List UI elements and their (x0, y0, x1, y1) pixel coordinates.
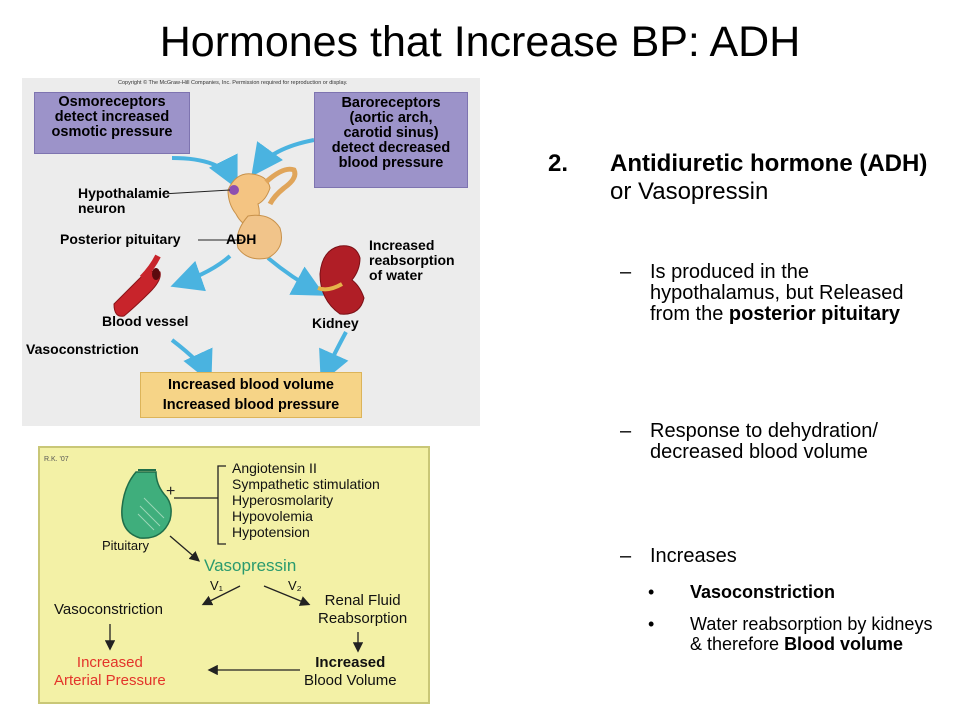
arrow-vasopressin-to-renal (263, 585, 311, 606)
slide-title: Hormones that Increase BP: ADH (159, 18, 801, 66)
sub-point-production-text: Is produced in the hypothalamus, but Rel… (650, 262, 940, 325)
v2-receptor-label: V₂ (288, 578, 302, 593)
blood-vessel-lumen (152, 268, 160, 280)
baroreceptors-box: Baroreceptors (aortic arch, carotid sinu… (314, 92, 468, 188)
renal-line-2: Reabsorption (318, 610, 408, 627)
baro-line-2: (aortic arch, (349, 110, 433, 126)
bullet-dot-2: • (648, 614, 655, 634)
point-number: 2. (548, 150, 569, 177)
vasoconstriction-node: Vasoconstriction (54, 601, 163, 618)
production-bold: posterior pituitary (728, 303, 901, 325)
arrow-baro-to-hypothalamus (251, 138, 315, 177)
infundibulum-shape (264, 166, 298, 206)
production-text: Is produced in the hypothalamus, but Rel… (650, 261, 904, 325)
kidney-icon (319, 245, 365, 315)
vasoconstriction-label: Vasoconstriction (26, 341, 139, 357)
baro-line-5: blood pressure (338, 155, 444, 171)
osmo-line-2: detect increased (54, 109, 170, 125)
stimuli-bracket (217, 465, 226, 545)
arrow-vessel-to-result (170, 338, 213, 384)
bullet-water-text: Water reabsorption by kidneys & therefor… (690, 614, 940, 654)
blood-vessel-branch (139, 254, 161, 281)
pituitary-hatch (137, 497, 165, 531)
reabsorption-line-3: of water (369, 267, 423, 283)
vasopressin-label: Vasopressin (204, 556, 297, 575)
response-text: Response to dehydration/ decreased blood… (650, 420, 878, 463)
hypothalamic-neuron-label: Hypothalamic neuron (78, 186, 170, 216)
water-bold: Blood volume (784, 634, 904, 654)
arrow-adh-to-kidney (266, 256, 326, 296)
arterial-line-1: Increased (76, 654, 143, 671)
osmo-line-3: osmotic pressure (51, 124, 173, 140)
volume-line-2: Blood Volume (304, 672, 397, 689)
ureter-icon (317, 282, 343, 292)
adh-label: ADH (226, 231, 257, 247)
arrow-vasopressin-to-vasoconstriction (201, 585, 241, 606)
arterial-line-2: Arterial Pressure (54, 672, 166, 689)
stimulus-sympathetic: Sympathetic stimulation (232, 476, 380, 492)
arrow-kidney-to-result (319, 331, 349, 384)
baro-line-1: Baroreceptors (341, 95, 441, 111)
osmo-line-1: Osmoreceptors (58, 94, 166, 110)
stimuli-list: Angiotensin II Sympathetic stimulation H… (232, 460, 380, 540)
point-heading: 2. Antidiuretic hormone (ADH) or Vasopre… (548, 150, 948, 206)
hypothalamic-line-2: neuron (78, 200, 126, 216)
volume-line-1: Increased (315, 654, 386, 671)
pituitary-icon (121, 471, 172, 539)
copyright-notice: Copyright © The McGraw-Hill Companies, I… (118, 80, 348, 86)
stimulus-hypotension: Hypotension (232, 524, 310, 540)
hypothalamus-shape (227, 173, 271, 229)
result-box: Increased blood volume Increased blood p… (140, 372, 362, 418)
reabsorption-line-1: Increased (369, 237, 435, 253)
vasopressin-figure: + R.K. '07 Angiotensin II Sympathetic st… (38, 446, 430, 704)
stimulus-hyperosmolarity: Hyperosmolarity (232, 492, 334, 508)
plus-sign: + (166, 483, 175, 500)
baro-line-4: detect decreased (331, 140, 451, 156)
blood-vessel-icon (113, 270, 161, 317)
arrow-osmo-to-hypothalamus (171, 153, 238, 190)
hypothalamic-neuron-icon (229, 185, 239, 195)
reabsorption-line-2: reabsorption (369, 252, 455, 268)
bullet-vasoconstriction-text: Vasoconstriction (690, 582, 836, 602)
pituitary-gland-shape (236, 214, 282, 260)
baro-line-3: carotid sinus) (343, 125, 439, 141)
point-rest: or Vasopressin (610, 178, 769, 205)
blood-vessel-label: Blood vessel (102, 313, 189, 329)
point-text: Antidiuretic hormone (ADH) or Vasopressi… (610, 150, 948, 206)
posterior-pituitary-label: Posterior pituitary (60, 231, 181, 247)
pituitary-label: Pituitary (102, 538, 149, 553)
increases-text: Increases (650, 545, 737, 567)
point-bold: Antidiuretic hormone (ADH) (610, 150, 928, 177)
adh-pathway-illustration (113, 138, 365, 384)
kidney-label: Kidney (312, 315, 359, 331)
increased-blood-volume-node: Increased Blood Volume (304, 654, 397, 690)
arrow-adh-to-vessel (170, 254, 232, 292)
hypothalamic-line-1: Hypothalamic (78, 185, 170, 201)
osmoreceptors-box: Osmoreceptors detect increased osmotic p… (34, 92, 190, 154)
result-line-1: Increased blood volume (168, 377, 334, 393)
water-text: Water reabsorption by kidneys & therefor… (690, 614, 933, 654)
renal-line-1: Renal Fluid (324, 592, 401, 609)
increased-reabsorption-label: Increased reabsorption of water (369, 238, 455, 283)
renal-fluid-node: Renal Fluid Reabsorption (318, 592, 407, 628)
dash-1: – (620, 261, 632, 283)
dash-3: – (620, 545, 632, 567)
stimulus-angiotensin: Angiotensin II (232, 460, 317, 476)
result-line-2: Increased blood pressure (162, 397, 340, 413)
increased-arterial-pressure-node: Increased Arterial Pressure (54, 654, 166, 690)
stimulus-hypovolemia: Hypovolemia (232, 508, 313, 524)
bullet-dot-1: • (648, 582, 655, 602)
main-point: 2. Antidiuretic hormone (ADH) or Vasopre… (548, 150, 948, 206)
artist-signature: R.K. '07 (44, 456, 69, 463)
v1-receptor-label: V₁ (210, 578, 224, 593)
adh-pathway-figure: Copyright © The McGraw-Hill Companies, I… (22, 78, 480, 426)
arrow-pituitary-to-vasopressin (169, 535, 200, 562)
dash-2: – (620, 420, 632, 442)
hypothalamic-neuron-pointer (161, 189, 231, 195)
vasopressin-illustration: + (104, 465, 364, 676)
